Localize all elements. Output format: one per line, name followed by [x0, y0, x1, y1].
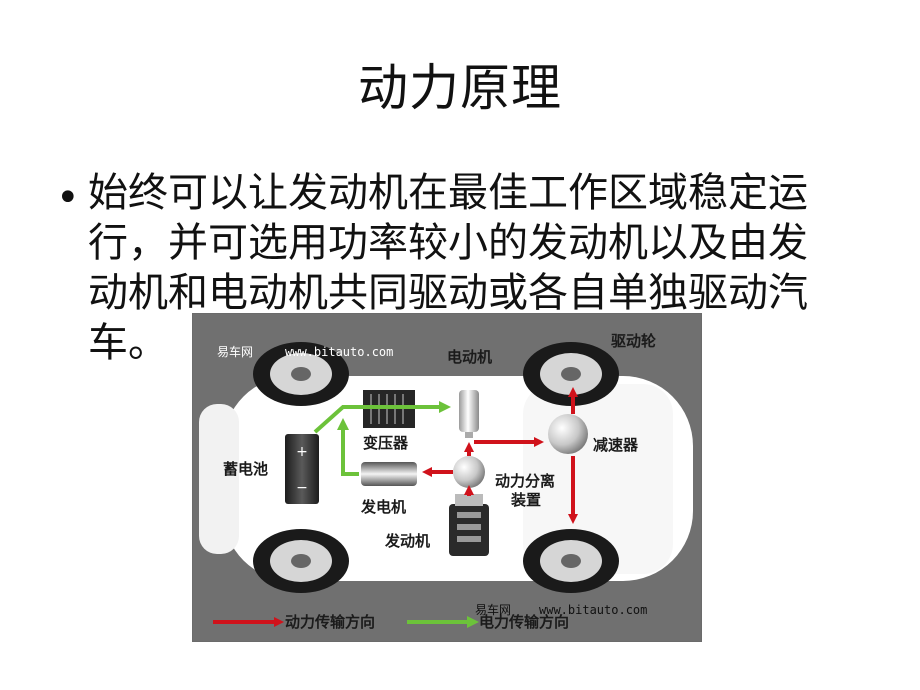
svg-text:www.bitauto.com: www.bitauto.com [539, 603, 647, 617]
svg-text:易车网: 易车网 [475, 602, 511, 617]
generator [361, 462, 417, 486]
legend-electric-label: 电力传输方向 [479, 613, 569, 631]
slide-title: 动力原理 [358, 59, 562, 117]
watermark-top: 易车网 www.bitauto.com [217, 344, 393, 359]
svg-text:易车网: 易车网 [217, 344, 253, 359]
legend: 动力传输方向 电力传输方向 [213, 613, 569, 631]
bullet-text: 始终可以让发动机在最佳工作区域稳定运行，并可选用功率较小的发动机以及由发动机和电… [88, 170, 808, 366]
power-split-device [453, 456, 485, 488]
engine [449, 494, 489, 556]
electric-flow-arrows [313, 401, 451, 476]
power-flow-arrows [422, 387, 578, 524]
svg-text:+: + [296, 444, 308, 460]
bullet-marker: • [56, 175, 80, 221]
wheel-front-right [523, 342, 619, 406]
legend-power-label: 动力传输方向 [285, 613, 375, 631]
svg-text:www.bitauto.com: www.bitauto.com [285, 345, 393, 359]
hybrid-powertrain-diagram: + − 电动机 驱 [192, 313, 702, 642]
reducer [548, 414, 588, 454]
wheel-rear-right [523, 529, 619, 593]
power-split-label: 动力分离 [495, 472, 555, 490]
battery-label: 蓄电池 [223, 460, 268, 478]
wheel-front-left [253, 342, 349, 406]
motor-label: 电动机 [447, 348, 492, 366]
watermark-bottom: 易车网 www.bitauto.com [475, 602, 647, 617]
power-split-label-line2: 装置 [510, 491, 541, 509]
battery: + − [285, 434, 319, 504]
drive-wheel-label: 驱动轮 [611, 332, 656, 350]
svg-text:−: − [296, 480, 308, 496]
reducer-label: 减速器 [593, 436, 639, 454]
generator-label: 发电机 [360, 498, 406, 516]
wheel-rear-left [253, 529, 349, 593]
transformer-label: 变压器 [363, 434, 409, 452]
engine-label: 发动机 [384, 532, 430, 550]
electric-motor [459, 390, 479, 438]
